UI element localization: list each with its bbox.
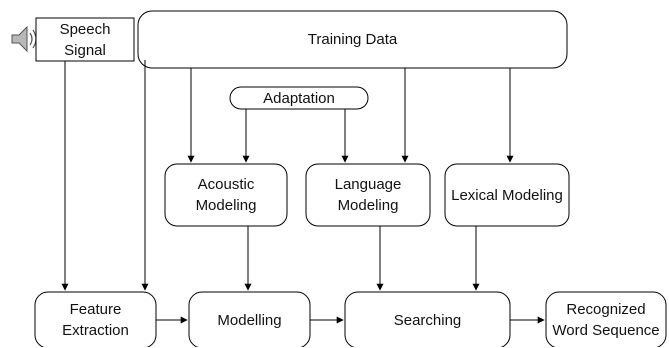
speaker-icon: [11, 25, 37, 53]
feature-extraction-box: [34, 291, 157, 347]
speech-signal-box: [35, 17, 135, 62]
searching-box: [344, 291, 511, 347]
recognized-word-sequence-box: [545, 291, 667, 347]
adaptation-box: [229, 86, 369, 110]
language-modeling-box: [305, 163, 431, 227]
training-data-box: [137, 10, 568, 69]
modelling-box: [188, 291, 311, 347]
lexical-modeling-box: [444, 163, 570, 227]
acoustic-modeling-box: [164, 163, 288, 227]
